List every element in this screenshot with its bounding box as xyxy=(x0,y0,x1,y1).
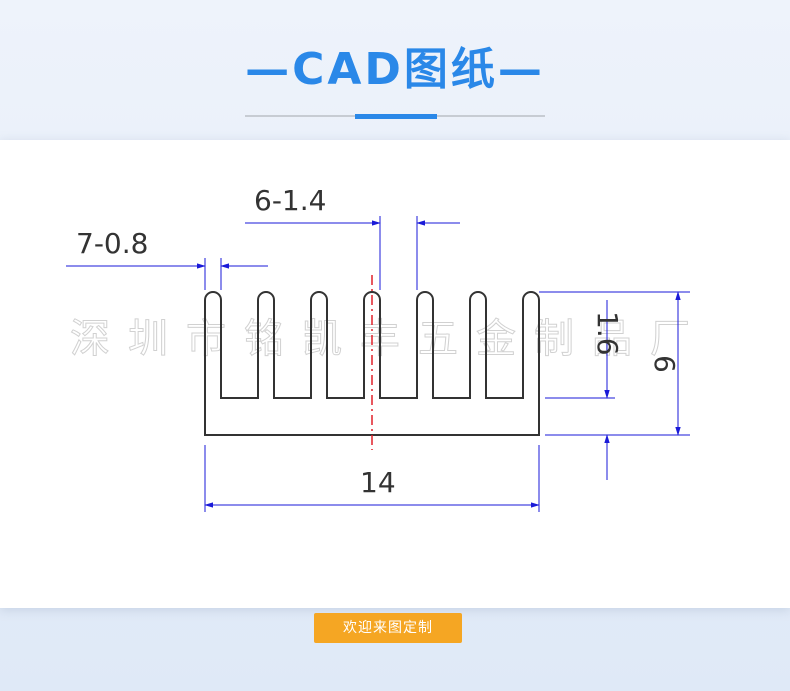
base-thickness-dimension: 1.6 xyxy=(545,300,624,480)
overall-width-dimension: 14 xyxy=(204,445,540,512)
fin-thickness-dimension: 7-0.8 xyxy=(66,227,268,290)
base-thickness-label: 1.6 xyxy=(591,311,624,356)
fin-thickness-label: 7-0.8 xyxy=(76,227,148,260)
cad-drawing-panel: 深圳市铭凯丰五金制品厂 7-0.8 6-1.4 6 xyxy=(0,140,790,608)
custom-order-button[interactable]: 欢迎来图定制 xyxy=(314,613,462,643)
fin-pitch-dimension: 6-1.4 xyxy=(245,184,460,290)
fin-height-dimension: 6 xyxy=(539,291,690,436)
cad-drawing: 深圳市铭凯丰五金制品厂 7-0.8 6-1.4 6 xyxy=(66,184,691,512)
page-title: —CAD图纸— xyxy=(245,44,545,95)
overall-width-label: 14 xyxy=(360,466,396,499)
heatsink-profile xyxy=(204,291,540,436)
header: —CAD图纸— xyxy=(0,0,790,140)
fin-pitch-label: 6-1.4 xyxy=(254,184,326,217)
title-divider-accent xyxy=(355,114,437,119)
fin-height-label: 6 xyxy=(648,355,681,373)
